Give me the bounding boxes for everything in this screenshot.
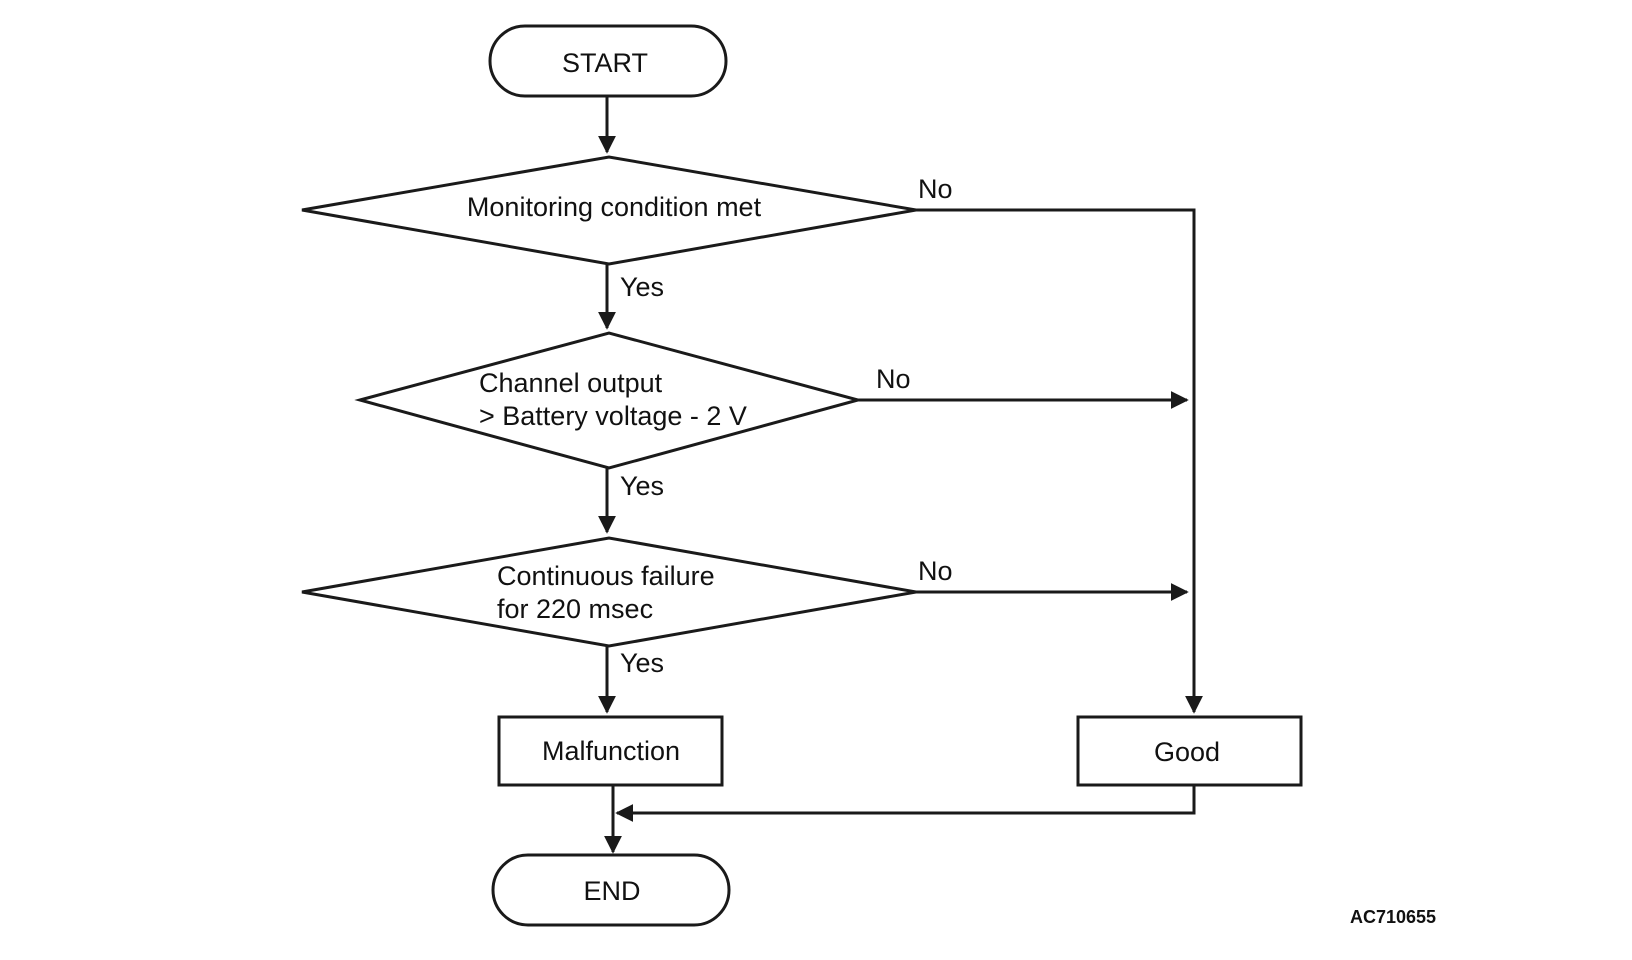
decision-2-yes-label: Yes xyxy=(620,471,664,501)
start-label: START xyxy=(562,48,648,78)
good-label: Good xyxy=(1154,737,1220,767)
malfunction-box: Malfunction xyxy=(497,715,724,787)
figure-code: AC710655 xyxy=(1350,907,1436,927)
decision-2-label-line1: Channel output xyxy=(479,368,663,398)
connector-no-to-good xyxy=(916,208,1203,714)
decision-3-label-line1: Continuous failure xyxy=(497,561,715,591)
decision-monitoring-condition: Monitoring condition met xyxy=(301,155,917,266)
good-box: Good xyxy=(1076,715,1303,787)
end-shape xyxy=(491,853,731,927)
decision-3-shape xyxy=(301,536,917,648)
decision-1-yes-label: Yes xyxy=(620,272,664,302)
connector-good-to-end xyxy=(615,785,1196,822)
end-label: END xyxy=(583,876,640,906)
decision-continuous-failure: Continuous failure for 220 msec xyxy=(301,536,917,648)
decision-channel-output: Channel output > Battery voltage - 2 V xyxy=(354,331,864,470)
decision-1-label: Monitoring condition met xyxy=(467,192,762,222)
decision-3-label-line2: for 220 msec xyxy=(497,594,653,624)
end-terminal: END xyxy=(491,853,731,927)
decision-2-no-label: No xyxy=(876,364,911,394)
good-shape xyxy=(1076,715,1303,787)
start-terminal: START xyxy=(488,24,728,98)
malfunction-label: Malfunction xyxy=(542,736,680,766)
decision-1-no-label: No xyxy=(918,174,953,204)
decision-2-label-line2: > Battery voltage - 2 V xyxy=(479,401,747,431)
decision-3-no-label: No xyxy=(918,556,953,586)
malfunction-shape xyxy=(497,715,724,787)
decision-3-yes-label: Yes xyxy=(620,648,664,678)
